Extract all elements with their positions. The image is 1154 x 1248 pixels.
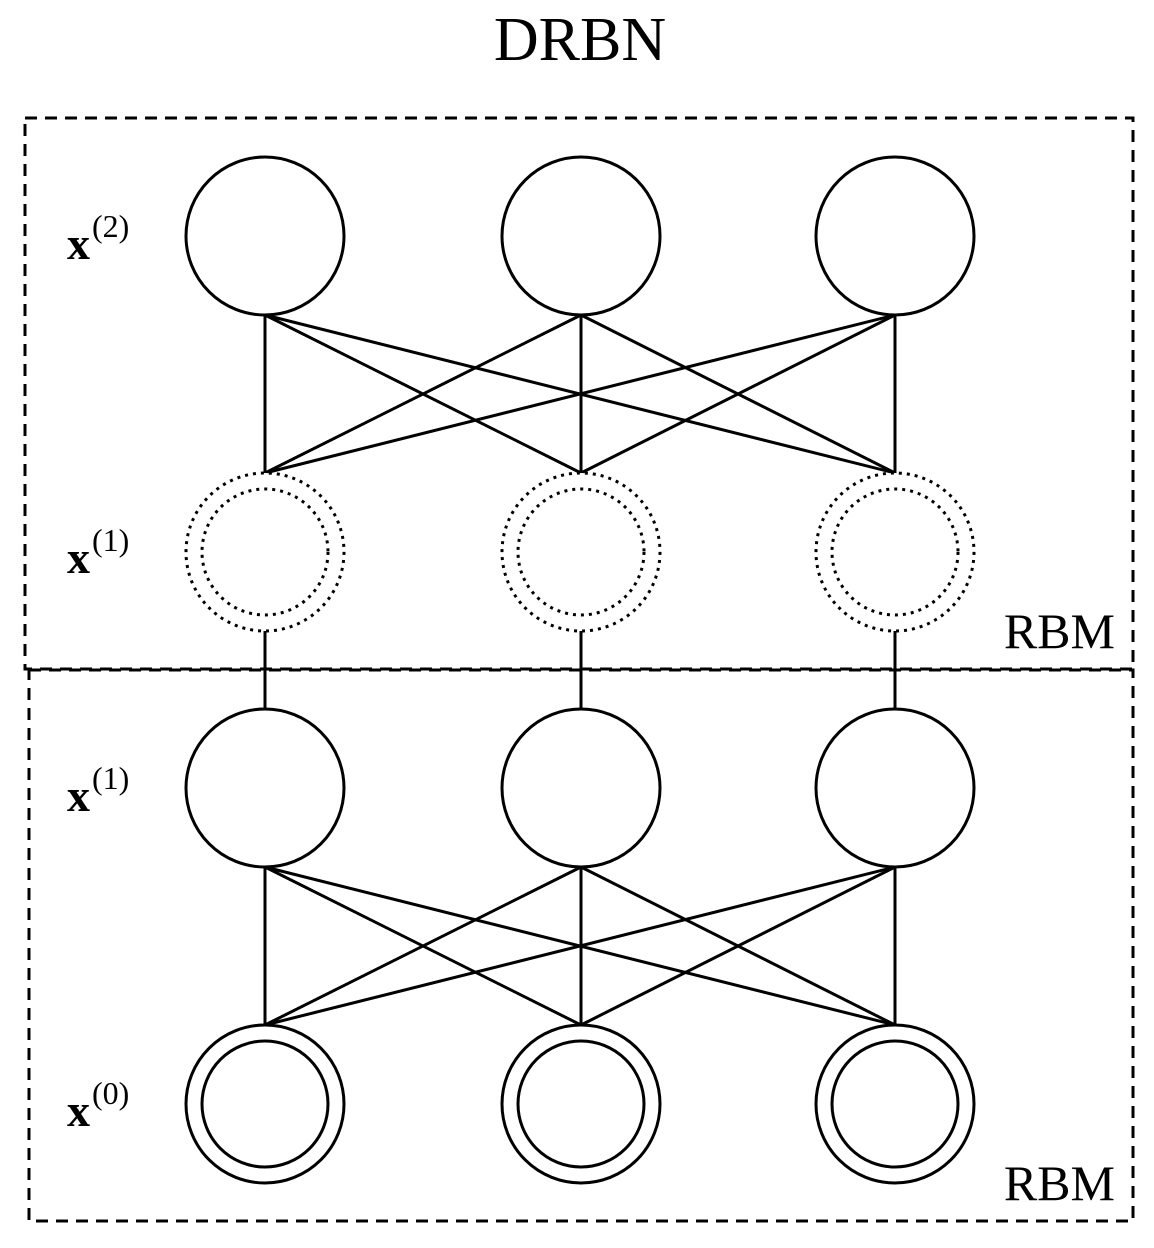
layer-var: x — [67, 770, 90, 821]
layer-sup: (0) — [92, 1075, 129, 1111]
layer-x2-nodes — [184, 155, 976, 317]
layer-sup: (1) — [92, 760, 129, 796]
layer-x0-nodes — [184, 1023, 976, 1185]
node-inner-ring-topX1-2 — [830, 487, 960, 617]
rbm-bottom-edge-1-0 — [264, 865, 582, 1027]
layer-sup: (2) — [92, 208, 129, 244]
rbm-top-connections — [263, 313, 897, 475]
rbm-block-bottom-label: RBM — [1004, 1155, 1115, 1211]
diagram-title: DRBN — [494, 6, 666, 74]
node-topX2-1 — [500, 155, 662, 317]
inter-block-connections — [263, 631, 897, 709]
layer-x1-nodes — [184, 707, 976, 869]
rbm-top-edge-1-0 — [264, 313, 582, 475]
layer-var: x — [67, 532, 90, 583]
rbm-bottom-edge-2-0 — [264, 865, 896, 1027]
layer-label-x0: x(0) — [67, 1075, 129, 1136]
layer-label-x2: x(2) — [67, 208, 129, 269]
layer-label-x1-top: x(1) — [67, 522, 129, 583]
node-botX1-1 — [500, 707, 662, 869]
layer-x1-dotted-nodes — [184, 471, 976, 633]
layer-label-x1-bottom: x(1) — [67, 760, 129, 821]
layer-var: x — [67, 1085, 90, 1136]
node-botX1-2 — [814, 707, 976, 869]
rbm-bottom-connections — [263, 865, 897, 1027]
node-inner-ring-botX0-1 — [516, 1039, 646, 1169]
layer-var: x — [67, 218, 90, 269]
rbm-bottom-edge-2-1 — [580, 865, 896, 1027]
node-topX2-0 — [184, 155, 346, 317]
rbm-block-top-box — [23, 116, 1135, 671]
rbm-top-edge-2-0 — [264, 313, 896, 475]
node-botX1-0 — [184, 707, 346, 869]
node-inner-ring-botX0-2 — [830, 1039, 960, 1169]
node-inner-ring-topX1-1 — [516, 487, 646, 617]
rbm-top-edge-2-1 — [580, 313, 896, 475]
layer-sup: (1) — [92, 522, 129, 558]
node-topX2-2 — [814, 155, 976, 317]
node-inner-ring-topX1-0 — [200, 487, 330, 617]
rbm-block-top-label: RBM — [1004, 603, 1115, 659]
node-inner-ring-botX0-0 — [200, 1039, 330, 1169]
